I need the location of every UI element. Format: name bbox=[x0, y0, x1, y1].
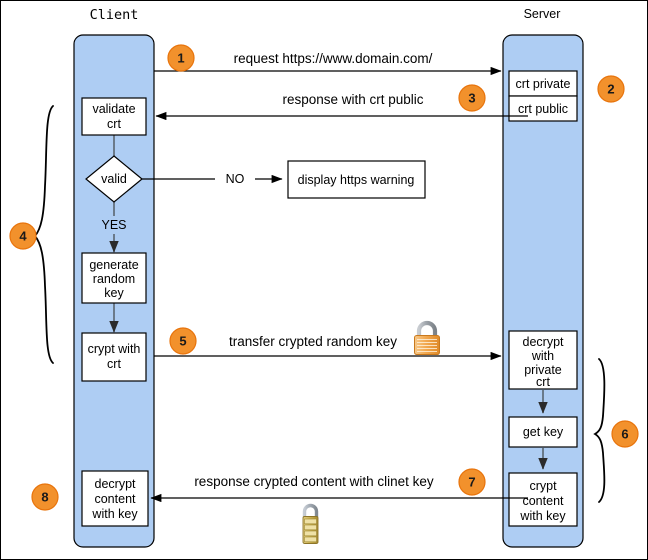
node-decrypt-content-with-key-line-1: content bbox=[94, 492, 136, 506]
step-badge-6[interactable]: 6 bbox=[611, 420, 639, 448]
node-decrypt-with-private-crt-line-2: private bbox=[524, 363, 562, 377]
node-generate-random-key[interactable] bbox=[81, 252, 147, 304]
step-badge-3[interactable]: 3 bbox=[458, 84, 486, 112]
node-validate-crt-line-0: validate bbox=[92, 102, 135, 116]
padlock-combination-icon bbox=[302, 503, 319, 544]
message-label-7: response crypted content with clinet key bbox=[194, 474, 434, 489]
padlock-icon bbox=[414, 320, 440, 355]
branch-no-label: NO bbox=[226, 172, 245, 186]
node-validate-crt[interactable] bbox=[81, 97, 147, 136]
node-display-https-warning-label: display https warning bbox=[298, 173, 415, 187]
step-badge-8[interactable]: 8 bbox=[31, 483, 59, 511]
group-brace-4 bbox=[33, 105, 54, 364]
step-badge-8-label: 8 bbox=[41, 490, 48, 505]
node-crypt-with-crt-line-1: crt bbox=[107, 357, 121, 371]
node-crypt-with-crt[interactable] bbox=[81, 332, 147, 382]
node-decrypt-with-private-crt[interactable] bbox=[508, 330, 578, 390]
step-badge-3-label: 3 bbox=[468, 91, 475, 106]
branch-no-label-bg bbox=[215, 171, 255, 187]
lane-header-server: Server bbox=[524, 7, 561, 21]
node-decrypt-with-private-crt-line-3: crt bbox=[536, 375, 550, 389]
step-badge-2-label: 2 bbox=[607, 82, 614, 97]
message-label-5: transfer crypted random key bbox=[229, 334, 397, 349]
node-decrypt-content-with-key-line-2: with key bbox=[91, 507, 138, 521]
node-decrypt-content-with-key[interactable] bbox=[81, 470, 149, 527]
node-validate-crt-line-1: crt bbox=[107, 117, 121, 131]
message-label-1: request https://www.domain.com/ bbox=[234, 51, 433, 66]
step-badge-4[interactable]: 4 bbox=[9, 222, 37, 250]
node-decrypt-content-with-key-line-0: decrypt bbox=[95, 477, 137, 491]
node-crt-private-label: crt private bbox=[516, 77, 571, 91]
node-crypt-content-with-key-line-2: with key bbox=[519, 509, 566, 523]
step-badge-2[interactable]: 2 bbox=[597, 75, 625, 103]
node-valid-label: valid bbox=[101, 172, 127, 186]
step-badge-1[interactable]: 1 bbox=[167, 44, 195, 72]
node-generate-random-key-line-1: random bbox=[93, 272, 135, 286]
branch-yes-label: YES bbox=[101, 218, 126, 232]
step-badge-5-label: 5 bbox=[179, 334, 186, 349]
step-badge-4-label: 4 bbox=[19, 229, 27, 244]
node-get-key[interactable] bbox=[508, 416, 578, 448]
node-crypt-with-crt-line-0: crypt with bbox=[88, 342, 141, 356]
node-generate-random-key-line-2: key bbox=[104, 286, 124, 300]
step-badge-1-label: 1 bbox=[177, 51, 184, 66]
step-badge-6-label: 6 bbox=[621, 427, 628, 442]
step-badge-5[interactable]: 5 bbox=[169, 327, 197, 355]
node-crt-public-label: crt public bbox=[518, 102, 568, 116]
node-generate-random-key-line-0: generate bbox=[89, 258, 138, 272]
node-decrypt-with-private-crt-line-1: with bbox=[531, 349, 554, 363]
node-crypt-content-with-key[interactable] bbox=[508, 472, 578, 527]
step-badge-7[interactable]: 7 bbox=[458, 468, 486, 496]
lane-header-client: Client bbox=[90, 7, 139, 23]
node-decrypt-with-private-crt-line-0: decrypt bbox=[523, 335, 565, 349]
message-label-3: response with crt public bbox=[282, 92, 423, 107]
node-crt-private[interactable] bbox=[508, 70, 578, 97]
step-badge-7-label: 7 bbox=[468, 475, 475, 490]
node-crypt-content-with-key-line-1: content bbox=[522, 494, 564, 508]
node-display-https-warning[interactable] bbox=[287, 160, 426, 199]
node-valid-decision[interactable] bbox=[85, 155, 143, 203]
node-crt-public[interactable] bbox=[508, 95, 578, 122]
node-crypt-content-with-key-line-0: crypt bbox=[529, 479, 557, 493]
node-get-key-label: get key bbox=[523, 425, 564, 439]
group-brace-6 bbox=[593, 358, 606, 503]
